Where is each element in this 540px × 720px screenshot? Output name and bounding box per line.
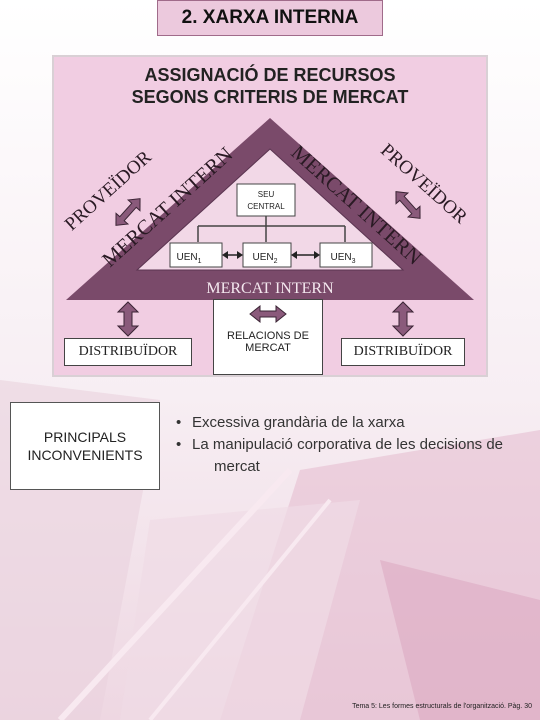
inconvenients-list: Excessiva grandària de la xarxa La manip… <box>176 412 531 478</box>
bullet-item-2-continuation: mercat <box>214 458 260 475</box>
uen2-uen3-arrow <box>291 251 320 259</box>
distribuidor-right-box: DISTRIBUÏDOR <box>341 338 465 366</box>
bullet-item-1: Excessiva grandària de la xarxa <box>176 412 531 434</box>
seu-central-label-1: SEU <box>258 190 275 199</box>
distribuidor-right-arrow <box>391 301 415 337</box>
relacions-double-arrow-icon <box>249 304 287 324</box>
distribuidor-left-box: DISTRIBUÏDOR <box>64 338 192 366</box>
seu-central-box <box>236 183 296 217</box>
inconvenients-box: PRINCIPALS INCONVENIENTS <box>10 402 160 490</box>
relacions-box: RELACIONS DE MERCAT <box>213 299 323 375</box>
mercat-intern-bottom-label: MERCAT INTERN <box>206 280 334 297</box>
relacions-label-1: RELACIONS DE <box>227 330 309 342</box>
relacions-label-2: MERCAT <box>245 342 291 354</box>
proveidor-left-arrow <box>115 198 141 226</box>
heading-line-2: SEGONS CRITERIS DE MERCAT <box>131 87 409 107</box>
distribuidor-left-arrow <box>116 301 140 337</box>
uen2-label: UEN2 <box>252 252 277 265</box>
heading-line-1: ASSIGNACIÓ DE RECURSOS <box>144 65 396 85</box>
bullet-item-2: La manipulació corporativa de les decisi… <box>176 434 531 456</box>
page-footer: Tema 5: Les formes estructurals de l'org… <box>352 703 532 710</box>
org-connectors <box>197 216 346 242</box>
diagram-heading: ASSIGNACIÓ DE RECURSOS SEGONS CRITERIS D… <box>52 64 488 108</box>
uen3-label: UEN3 <box>330 252 355 265</box>
proveidor-right-label: PROVEÏDOR <box>376 140 471 229</box>
proveidor-right-arrow <box>395 191 421 219</box>
seu-central-label-2: CENTRAL <box>247 202 285 211</box>
inconvenients-line-2: INCONVENIENTS <box>27 447 143 463</box>
uen1-label: UEN1 <box>176 252 201 265</box>
inconvenients-line-1: PRINCIPALS <box>43 429 127 445</box>
distribuidor-left-label: DISTRIBUÏDOR <box>78 344 178 359</box>
page-title: 2. XARXA INTERNA <box>157 0 383 36</box>
uen3-box <box>319 242 373 268</box>
uen1-uen2-arrow <box>222 251 243 259</box>
distribuidor-right-label: DISTRIBUÏDOR <box>353 344 453 359</box>
svg-text:PROVEÏDOR: PROVEÏDOR <box>376 140 471 229</box>
